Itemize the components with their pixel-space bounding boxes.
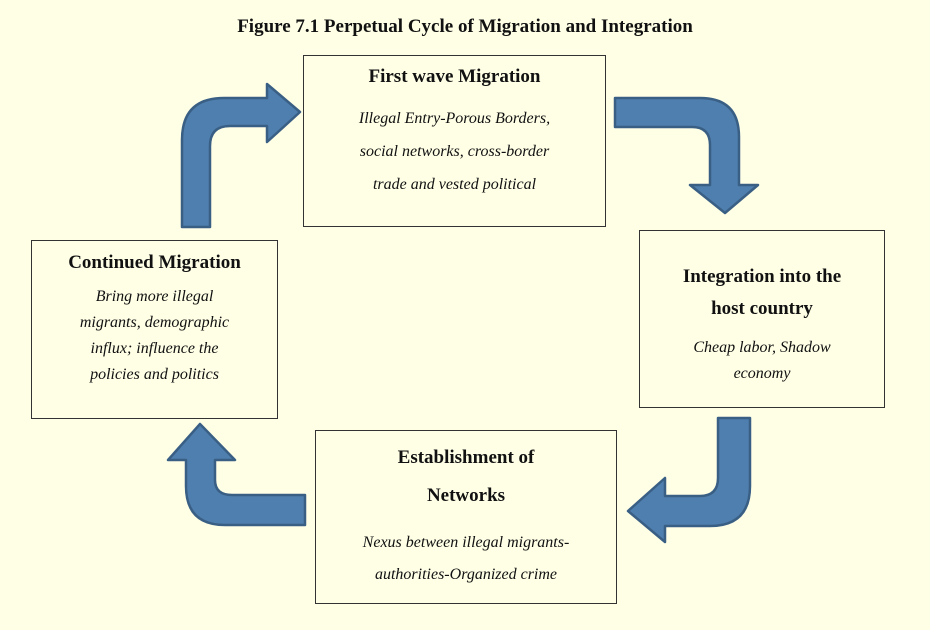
box-text: policies and politics	[90, 366, 219, 383]
box-text: Bring more illegal	[95, 288, 214, 305]
box-integration-host-country: Integration into the host country Cheap …	[639, 230, 885, 408]
box-text: Nexus between illegal migrants-	[362, 534, 570, 551]
box-heading: Establishment of	[397, 447, 535, 468]
arrow-right-down-icon	[613, 96, 760, 215]
arrow-up-right-icon	[180, 82, 302, 229]
box-text: Illegal Entry-Porous Borders,	[358, 110, 551, 127]
figure-title: Figure 7.1 Perpetual Cycle of Migration …	[237, 16, 693, 37]
arrow-down-left-icon	[626, 416, 752, 544]
box-heading: Integration into the	[682, 266, 842, 287]
box-continued-migration: Continued Migration Bring more illegal m…	[31, 240, 278, 419]
box-text: migrants, demographic	[79, 314, 230, 331]
arrow-left-up-icon	[166, 422, 307, 527]
box-text: economy	[733, 365, 791, 382]
box-text: authorities-Organized crime	[374, 566, 558, 583]
box-establishment-of-networks: Establishment of Networks Nexus between …	[315, 430, 617, 604]
box-text: trade and vested political	[372, 176, 537, 193]
box-first-wave-migration: First wave Migration Illegal Entry-Porou…	[303, 55, 606, 227]
box-text: social networks, cross-border	[359, 143, 550, 160]
box-text: Cheap labor, Shadow	[693, 339, 831, 356]
box-heading: host country	[711, 298, 813, 319]
box-text: influx; influence the	[90, 340, 219, 357]
box-heading: Continued Migration	[68, 252, 241, 273]
box-heading: First wave Migration	[368, 66, 541, 87]
box-heading: Networks	[426, 485, 506, 506]
